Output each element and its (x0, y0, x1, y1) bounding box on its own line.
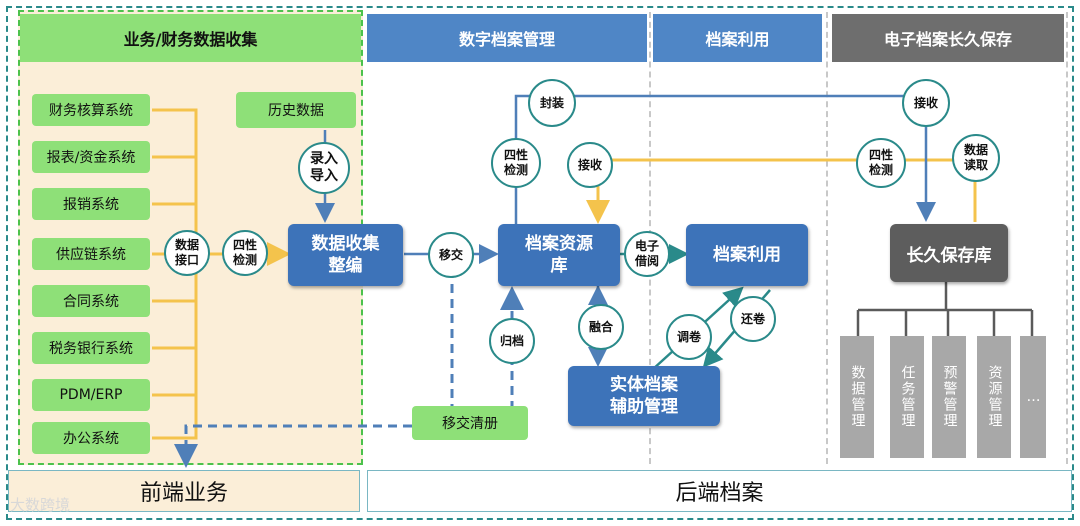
circle-data-read: 数据 读取 (952, 134, 1000, 182)
footer-front-business: 前端业务 (8, 470, 360, 512)
watermark: 大数跨境 (10, 496, 71, 514)
system-contract: 合同系统 (32, 285, 150, 317)
circle-archive: 归档 (489, 318, 535, 364)
header-collection: 业务/财务数据收集 (20, 14, 361, 62)
system-supply-chain: 供应链系统 (32, 238, 150, 270)
footer-back-archive: 后端档案 (367, 470, 1072, 512)
circle-seal: 封装 (528, 79, 576, 127)
transfer-list: 移交清册 (412, 406, 528, 440)
header-digital-mgmt: 数字档案管理 (367, 14, 647, 62)
node-physical-archive: 实体档案 辅助管理 (568, 366, 720, 426)
system-report-fund: 报表/资金系统 (32, 141, 150, 173)
system-office: 办公系统 (32, 422, 150, 454)
history-data: 历史数据 (236, 92, 356, 128)
circle-four-check-1: 四性 检测 (222, 230, 268, 276)
node-long-term-storage: 长久保存库 (890, 224, 1008, 282)
system-tax-bank: 税务银行系统 (32, 332, 150, 364)
circle-retrieve: 调卷 (666, 314, 712, 360)
system-reimbursement: 报销系统 (32, 188, 150, 220)
circle-four-check-2: 四性 检测 (491, 138, 541, 188)
node-archive-utilization: 档案利用 (686, 224, 808, 286)
node-collect-organize: 数据收集 整编 (288, 224, 403, 286)
divider-2 (826, 12, 828, 464)
system-finance-accounting: 财务核算系统 (32, 94, 150, 126)
outer-frame (6, 6, 1074, 520)
header-long-term: 电子档案长久保存 (832, 14, 1064, 62)
header-utilization: 档案利用 (653, 14, 822, 62)
circle-fuse: 融合 (578, 304, 624, 350)
storage-data-mgmt: 数据管理 (840, 336, 874, 458)
storage-more: … (1020, 336, 1046, 458)
circle-data-interface: 数据 接口 (164, 230, 210, 276)
divider-3 (1066, 12, 1068, 464)
circle-receive-2: 接收 (902, 79, 950, 127)
storage-resource-mgmt: 资源管理 (977, 336, 1011, 458)
circle-four-check-3: 四性 检测 (856, 138, 906, 188)
node-archive-repository: 档案资源 库 (498, 224, 620, 286)
circle-e-borrow: 电子 借阅 (624, 231, 670, 277)
system-pdm-erp: PDM/ERP (32, 379, 150, 411)
circle-return: 还卷 (730, 296, 776, 342)
circle-transfer: 移交 (428, 232, 474, 278)
storage-task-mgmt: 任务管理 (890, 336, 924, 458)
circle-import: 录入 导入 (298, 142, 350, 194)
circle-receive-1: 接收 (567, 142, 613, 188)
storage-alert-mgmt: 预警管理 (932, 336, 966, 458)
